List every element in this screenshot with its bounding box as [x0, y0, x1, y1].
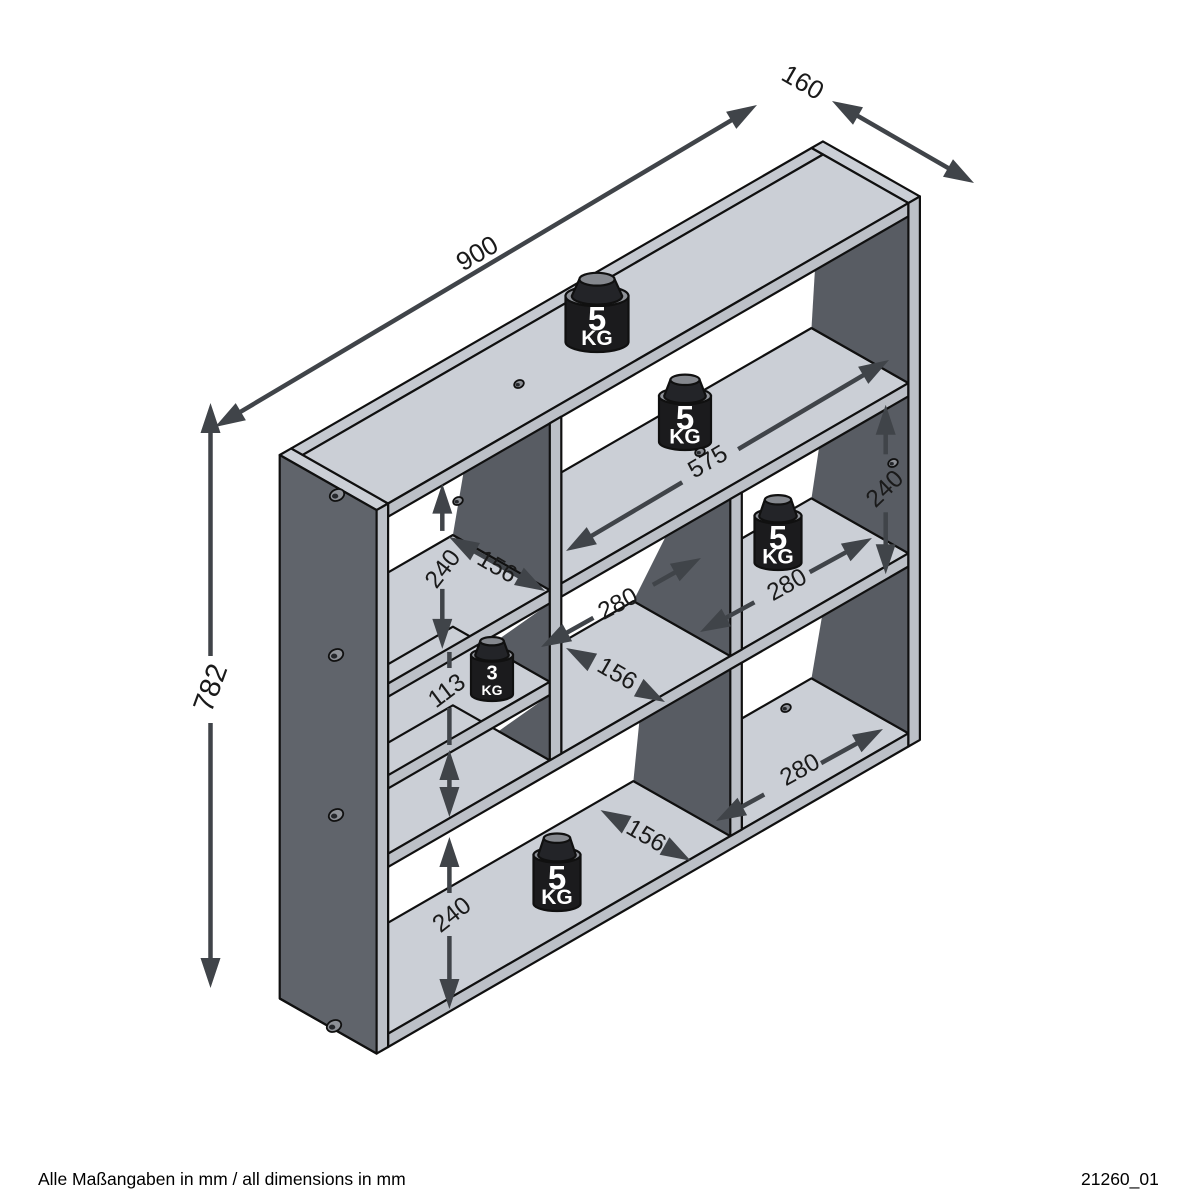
svg-text:5: 5 [676, 399, 694, 436]
svg-text:KG: KG [541, 886, 573, 909]
svg-text:900: 900 [451, 229, 504, 277]
svg-text:782: 782 [188, 660, 235, 716]
svg-text:Alle Maßangaben in mm / all di: Alle Maßangaben in mm / all dimensions i… [38, 1169, 406, 1189]
svg-text:KG: KG [669, 426, 701, 449]
svg-text:21260_01: 21260_01 [1081, 1169, 1159, 1190]
svg-text:KG: KG [581, 327, 613, 350]
svg-text:5: 5 [548, 859, 566, 896]
svg-text:3: 3 [486, 662, 497, 684]
svg-text:5: 5 [588, 300, 606, 337]
svg-text:KG: KG [762, 546, 794, 569]
svg-text:KG: KG [482, 682, 503, 698]
svg-text:160: 160 [777, 58, 830, 106]
svg-text:5: 5 [769, 519, 787, 556]
